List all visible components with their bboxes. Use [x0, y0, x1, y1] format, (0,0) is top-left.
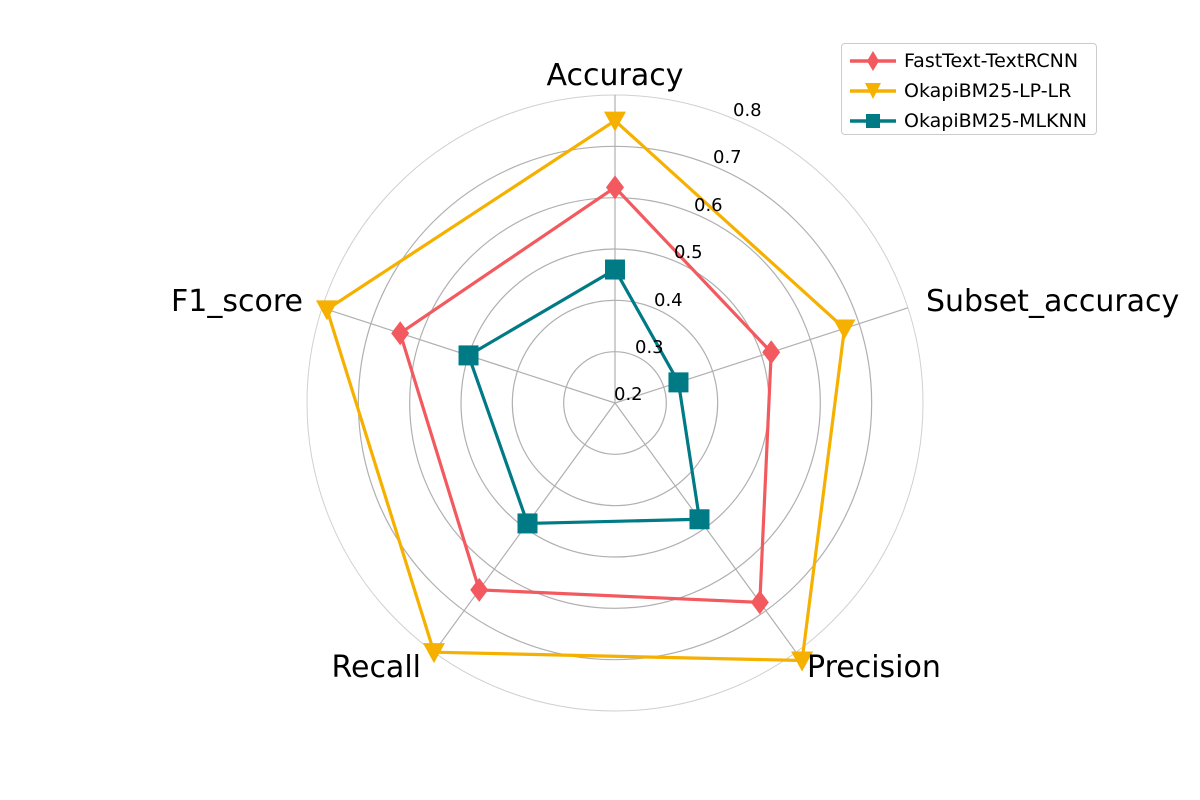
series-line	[398, 185, 773, 604]
radar-labels: Accuracy Subset_accuracy Precision Recal…	[171, 58, 1179, 685]
tick-label: 0.5	[674, 242, 703, 263]
data-point	[750, 590, 769, 615]
data-point	[391, 321, 410, 346]
axis-label-subset-accuracy: Subset_accuracy	[926, 284, 1179, 319]
series-line	[325, 119, 847, 663]
series-line	[466, 267, 702, 526]
data-point	[315, 300, 338, 321]
series-okapibm25-lp-lr	[315, 111, 856, 672]
data-point	[470, 577, 489, 602]
data-point	[833, 319, 856, 340]
axis-label-accuracy: Accuracy	[547, 58, 684, 93]
data-point	[517, 513, 538, 534]
tick-label: 0.8	[733, 100, 762, 121]
radial-tick-labels: 0.2 0.3 0.4 0.5 0.6 0.7 0.8	[614, 100, 762, 405]
tick-label: 0.4	[654, 290, 683, 311]
legend: FastText-TextRCNN OkapiBM25-LP-LR OkapiB…	[841, 43, 1097, 135]
legend-label: OkapiBM25-LP-LR	[904, 80, 1072, 102]
axis-spoke	[614, 307, 909, 404]
legend-swatch-okapibm25-mlknn	[850, 114, 896, 128]
tick-label: 0.3	[635, 337, 664, 358]
series-fasttext-textrcnn	[391, 175, 781, 615]
legend-swatch-okapibm25-lp-lr	[850, 83, 896, 99]
data-point	[762, 340, 781, 365]
data-point	[668, 372, 689, 393]
tick-label: 0.7	[713, 147, 742, 168]
data-point	[604, 111, 626, 132]
tick-label: 0.6	[694, 195, 723, 216]
axis-label-f1-score: F1_score	[171, 284, 303, 319]
legend-label: OkapiBM25-MLKNN	[904, 110, 1087, 132]
data-point	[606, 175, 624, 200]
series-okapibm25-mlknn	[458, 259, 710, 534]
data-point	[689, 509, 710, 530]
axis-label-precision: Precision	[807, 650, 941, 685]
legend-label: FastText-TextRCNN	[904, 50, 1079, 72]
legend-swatch-fasttext-textrcnn	[850, 51, 896, 71]
legend-item: FastText-TextRCNN	[842, 46, 1096, 76]
tick-label: 0.2	[614, 384, 643, 405]
data-point	[422, 643, 445, 664]
data-point	[458, 345, 479, 366]
legend-item: OkapiBM25-MLKNN	[842, 106, 1096, 136]
legend-item: OkapiBM25-LP-LR	[842, 76, 1096, 106]
radar-series	[315, 111, 856, 672]
data-point	[605, 259, 625, 280]
axis-label-recall: Recall	[331, 650, 421, 685]
data-point	[791, 651, 814, 672]
